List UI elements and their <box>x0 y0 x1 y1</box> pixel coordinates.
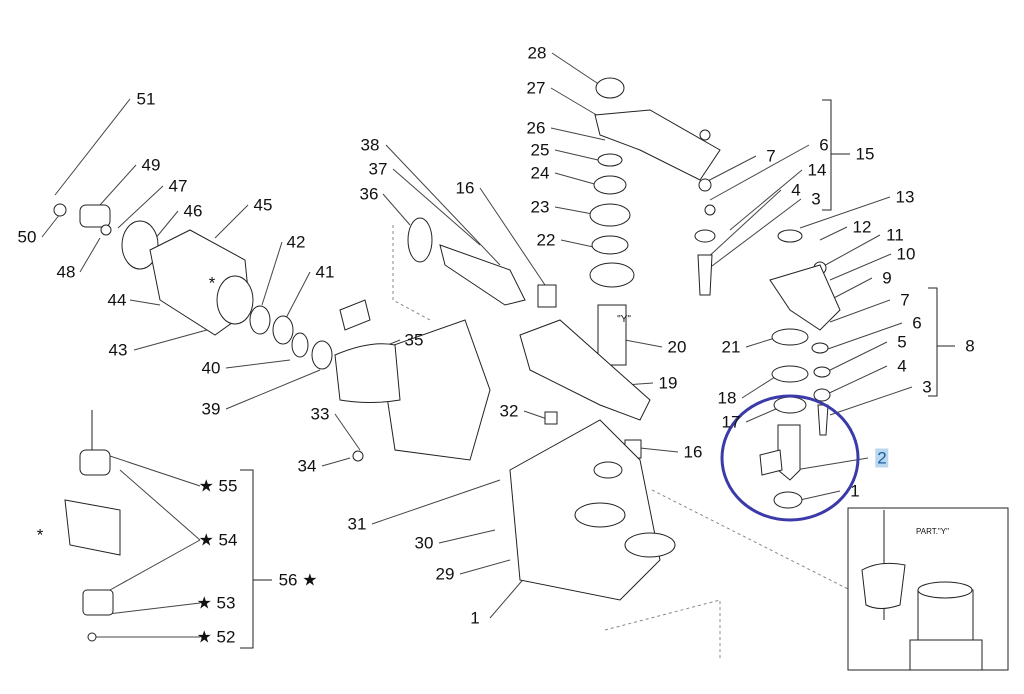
inset-title: PART."Y" <box>916 527 949 536</box>
callout-label: 17 <box>721 412 741 432</box>
callout-label: 33 <box>310 404 330 424</box>
callout-label: 16 <box>455 178 475 198</box>
callout-label: 46 <box>183 201 203 221</box>
callout-label: 45 <box>253 195 273 215</box>
callout-label: 27 <box>526 78 546 98</box>
callout-label: 39 <box>201 399 221 419</box>
callout-label: 30 <box>414 533 434 553</box>
callout-label: 31 <box>347 514 367 534</box>
callout-label: 56 ★ <box>278 570 318 590</box>
callout-label: 18 <box>717 388 737 408</box>
inset-part-y <box>847 507 1009 671</box>
callout-label: 21 <box>721 337 741 357</box>
callout-label: 29 <box>435 564 455 584</box>
callout-label: 15 <box>855 144 875 164</box>
callout-label: * <box>208 273 216 293</box>
callout-label: 12 <box>852 217 872 237</box>
callout-label: 40 <box>201 358 221 378</box>
part-shapes <box>53 77 841 642</box>
callout-label: 19 <box>658 373 678 393</box>
callout-label: 23 <box>530 197 550 217</box>
callout-label: 49 <box>141 155 161 175</box>
callout-label: 20 <box>667 337 687 357</box>
callout-label: 50 <box>17 227 37 247</box>
callout-label: 4 <box>897 356 907 376</box>
callout-label: 10 <box>896 244 916 264</box>
callout-label: 24 <box>530 163 550 183</box>
callout-label: "Y" <box>617 314 631 325</box>
callout-label: 37 <box>368 159 388 179</box>
callout-label: 35 <box>404 330 424 350</box>
callout-label: ★ 55 <box>198 476 238 496</box>
callout-label: 42 <box>286 232 306 252</box>
callout-label: 34 <box>297 456 317 476</box>
callout-label: 22 <box>536 230 556 250</box>
bracket-lines <box>240 99 955 649</box>
callout-label: 43 <box>108 340 128 360</box>
callout-label: 14 <box>807 160 827 180</box>
callout-label: ★ 53 <box>196 593 236 613</box>
callout-label: 13 <box>895 187 915 207</box>
callout-label: 9 <box>882 268 892 288</box>
callout-label: 41 <box>315 262 335 282</box>
callout-label: 8 <box>965 336 975 356</box>
callout-label: 3 <box>811 189 821 209</box>
callout-label: 6 <box>819 135 829 155</box>
callout-label: 1 <box>470 608 480 628</box>
callout-label-highlighted: 2 <box>875 448 889 468</box>
callout-label: 51 <box>136 89 156 109</box>
callout-label: 25 <box>530 140 550 160</box>
callout-label: 28 <box>527 43 547 63</box>
callout-label: 3 <box>922 377 932 397</box>
callout-label: 32 <box>499 401 519 421</box>
callout-label: 26 <box>526 118 546 138</box>
callout-label: * <box>36 525 44 545</box>
callout-label: 48 <box>56 262 76 282</box>
callout-label: 5 <box>897 332 907 352</box>
leader-lines <box>41 52 913 638</box>
callout-label: 6 <box>912 313 922 333</box>
callout-label: 47 <box>168 176 188 196</box>
callout-label: 38 <box>360 135 380 155</box>
highlight-circle <box>720 394 860 522</box>
callout-label: 16 <box>683 442 703 462</box>
callout-label: ★ 54 <box>198 530 238 550</box>
callout-label: 11 <box>886 225 904 245</box>
callout-label: ★ 52 <box>196 627 236 647</box>
callout-label: 4 <box>791 180 801 200</box>
callout-label: 1 <box>850 481 860 501</box>
callout-label: 7 <box>766 146 776 166</box>
callout-label: 44 <box>107 290 127 310</box>
callout-label: 36 <box>359 184 379 204</box>
guide-lines <box>392 225 851 660</box>
callout-label: 7 <box>900 290 910 310</box>
